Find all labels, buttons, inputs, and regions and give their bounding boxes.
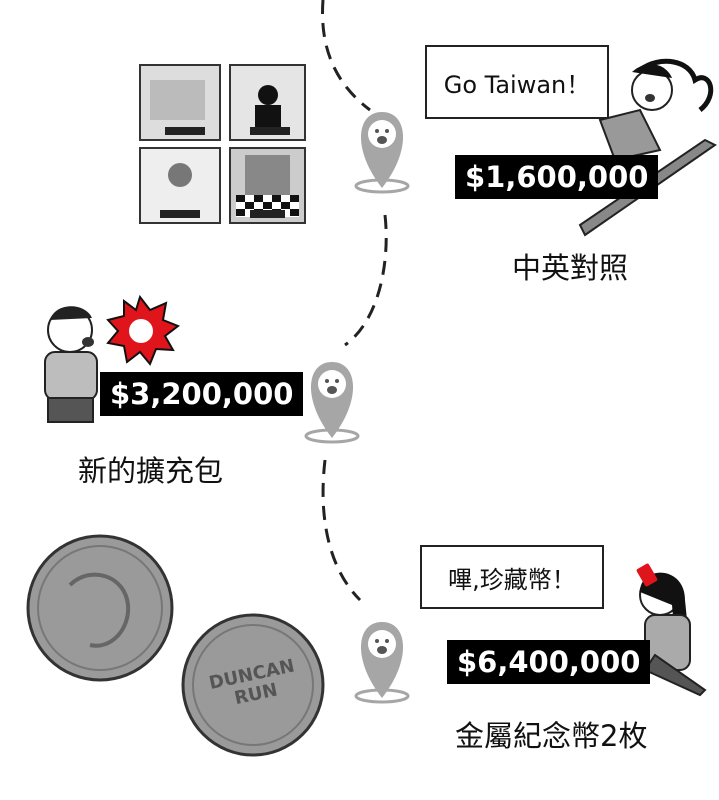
stretch-goal-amount: $6,400,000 xyxy=(447,640,651,684)
stretch-goal-reward: 金屬紀念幣2枚 xyxy=(455,719,648,753)
card-thumbnails-illustration xyxy=(139,64,306,224)
speech-bubble: Go Taiwan！ xyxy=(425,45,609,119)
map-pin-icon xyxy=(354,112,410,194)
stretch-goal-amount: $1,600,000 xyxy=(455,155,659,199)
stretch-goal-reward: 新的擴充包 xyxy=(78,454,224,488)
red-burst-icon xyxy=(106,294,181,366)
stretch-goal-amount: $3,200,000 xyxy=(100,372,304,416)
metal-coin-face xyxy=(26,534,174,682)
dashed-route xyxy=(344,214,388,347)
map-pin-icon xyxy=(354,622,410,704)
shouting-boy-illustration xyxy=(44,306,98,423)
speech-text: Go Taiwan！ xyxy=(443,70,591,99)
girl-with-phone-illustration xyxy=(636,563,707,697)
dashed-route xyxy=(321,459,362,602)
map-pin-icon xyxy=(304,362,360,444)
dashed-route xyxy=(321,0,371,112)
stretch-goal-reward: 中英對照 xyxy=(512,251,629,285)
speech-text: 嗶,珍藏幣！ xyxy=(448,565,576,594)
speech-bubble: 嗶,珍藏幣！ xyxy=(420,545,604,609)
metal-coin-logo xyxy=(181,613,325,757)
